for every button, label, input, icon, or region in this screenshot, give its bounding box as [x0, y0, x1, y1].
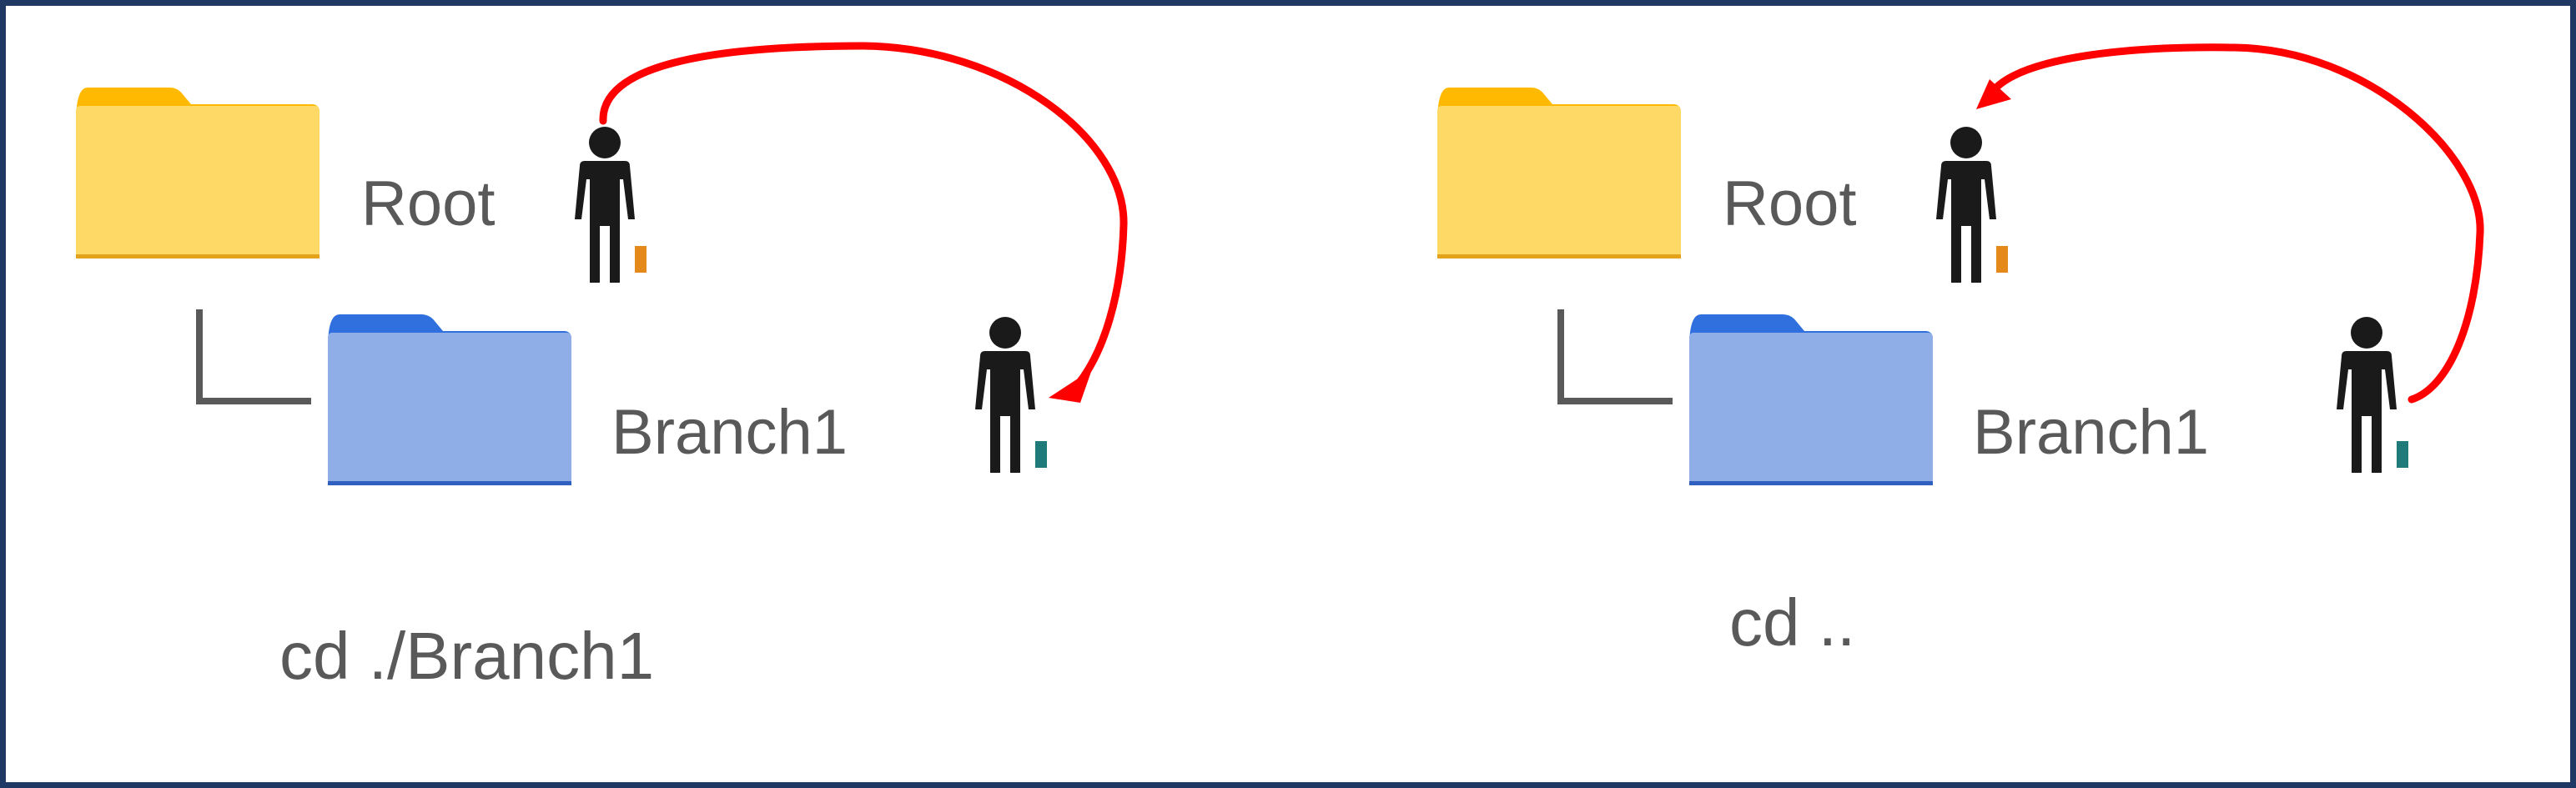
branch-folder-icon	[1689, 314, 1933, 485]
person-icon	[575, 127, 647, 283]
root-label: Root	[361, 168, 496, 239]
move-arrow	[599, 42, 1128, 403]
person-icon	[975, 317, 1047, 473]
panel-cd-to-parent: Root Branch1 cd ..	[1367, 6, 2570, 782]
panel-graphics	[76, 42, 1128, 485]
person-icon	[1936, 127, 2008, 283]
tree-connector	[196, 309, 311, 404]
command-text: cd ..	[1729, 585, 1856, 660]
branch-label: Branch1	[1973, 397, 2210, 468]
root-label: Root	[1723, 168, 1857, 239]
move-arrow	[1976, 43, 2484, 404]
root-folder-icon	[1437, 88, 1681, 258]
branch-label: Branch1	[611, 397, 848, 468]
branch-folder-icon	[328, 314, 571, 485]
command-text: cd ./Branch1	[279, 619, 655, 693]
panel-cd-into-branch: Root Branch1 cd ./Branch1	[6, 6, 1294, 782]
panel-graphics	[1437, 43, 2484, 485]
person-icon	[2337, 317, 2408, 473]
tree-connector	[1557, 309, 1673, 404]
root-folder-icon	[76, 88, 319, 258]
